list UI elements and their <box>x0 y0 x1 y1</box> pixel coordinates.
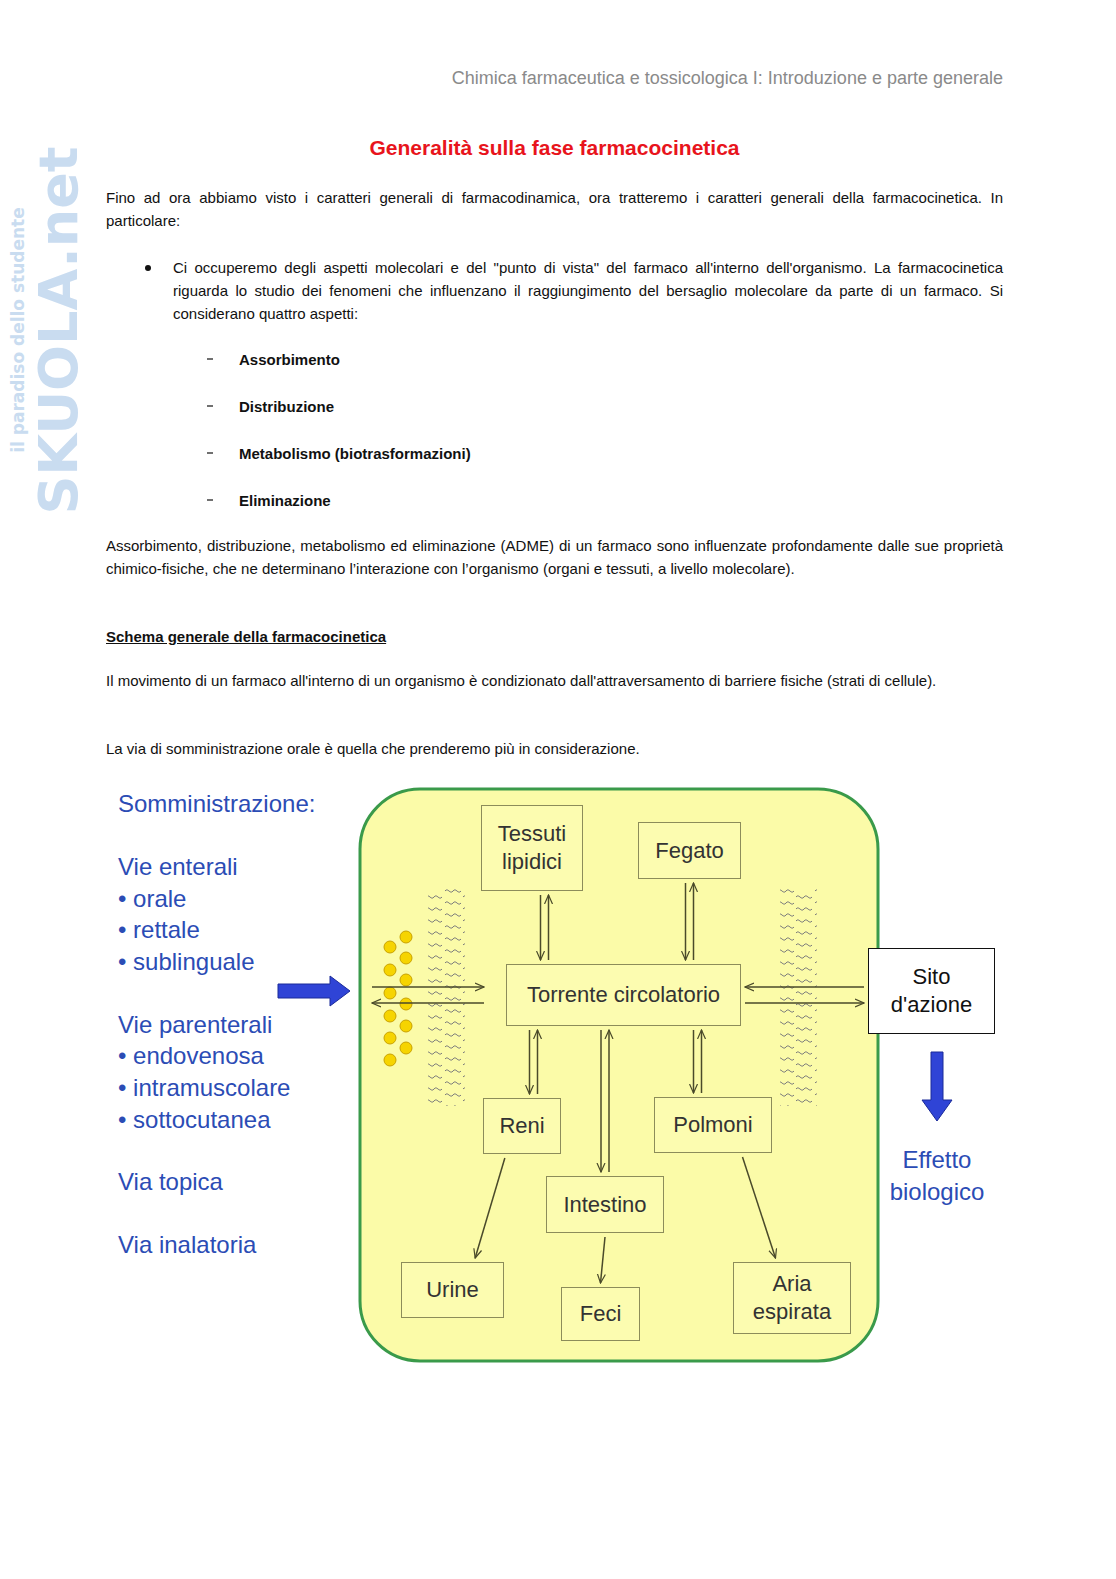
connector-line <box>601 1237 606 1283</box>
compartment-box: Urine <box>401 1262 504 1318</box>
box-text: Feci <box>580 1300 622 1328</box>
connector <box>530 1030 538 1094</box>
box-text: Polmoni <box>673 1111 752 1139</box>
connector-line <box>537 1030 539 1094</box>
list-item: Metabolismo (biotrasformazioni) <box>239 442 639 465</box>
connector <box>743 1157 776 1258</box>
compartment-box: Intestino <box>546 1176 664 1233</box>
connector-line <box>743 1157 776 1258</box>
connector-line <box>745 1002 864 1004</box>
route-item: • sottocutanea <box>118 1105 358 1135</box>
connector <box>541 895 549 960</box>
connector <box>745 987 864 1003</box>
box-text: Reni <box>499 1112 544 1140</box>
running-header: Chimica farmaceutica e tossicologica I: … <box>430 66 1003 90</box>
route-item: • rettale <box>118 915 358 945</box>
paragraph: Fino ad ora abbiamo visto i caratteri ge… <box>106 186 1003 232</box>
box-text: Sito d'azione <box>875 963 988 1019</box>
connector-line <box>540 895 542 960</box>
compartment-box: Fegato <box>638 822 741 879</box>
route-group: Via topica <box>118 1167 358 1197</box>
route-item: • endovenosa <box>118 1041 358 1071</box>
watermark: il paradiso dello studente <box>8 207 28 453</box>
cell-membrane <box>780 888 817 1106</box>
drug-particles <box>384 931 412 1066</box>
compartment-box: Feci <box>561 1287 640 1341</box>
compartment-box: Aria espirata <box>733 1262 851 1334</box>
connector <box>601 1030 609 1172</box>
connector <box>475 1158 505 1258</box>
section-heading: Schema generale della farmacocinetica <box>106 625 706 648</box>
box-text: Urine <box>426 1276 479 1304</box>
route-heading: Somministrazione: <box>118 789 358 819</box>
box-text: Aria espirata <box>740 1270 844 1326</box>
connector-line <box>529 1030 531 1094</box>
connector-line <box>693 1030 695 1093</box>
paragraph: Assorbimento, distribuzione, metabolismo… <box>106 534 1003 580</box>
box-text: Torrente circolatorio <box>527 981 720 1009</box>
bullet-dot <box>145 265 151 271</box>
list-item: Eliminazione <box>239 489 639 512</box>
effect-label: Effetto biologico <box>877 1144 997 1208</box>
list-item: Distribuzione <box>239 395 639 418</box>
connector-line <box>475 1158 505 1258</box>
bullet-paragraph: Ci occuperemo degli aspetti molecolari e… <box>173 256 1003 325</box>
connector-line <box>600 1030 602 1172</box>
list-item: Assorbimento <box>239 348 639 371</box>
connector <box>601 1237 606 1283</box>
paragraph: La via di somministrazione orale è quell… <box>106 737 1003 760</box>
route-item: • sublinguale <box>118 947 358 977</box>
list-dashes <box>207 359 213 500</box>
page-title: Generalità sulla fase farmacocinetica <box>106 134 1003 162</box>
route-group: Via inalatoria <box>118 1230 358 1260</box>
compartment-box: Reni <box>483 1098 561 1154</box>
connector-line <box>548 895 550 960</box>
paragraph: Il movimento di un farmaco all'interno d… <box>106 669 1003 692</box>
route-item: • orale <box>118 884 358 914</box>
target-box: Sito d'azione <box>868 948 995 1034</box>
watermark: SKUOLA.net <box>27 146 90 514</box>
connector-line <box>693 883 695 960</box>
connector-line <box>701 1030 703 1093</box>
cell-membrane <box>428 888 465 1106</box>
body-region <box>360 789 878 1361</box>
connector-line <box>608 1030 610 1172</box>
compartment-box: Torrente circolatorio <box>506 964 741 1026</box>
connector <box>686 883 694 960</box>
effect-arrow <box>922 1052 952 1121</box>
administration-arrow <box>278 976 350 1006</box>
compartment-box: Tessuti lipidici <box>481 805 583 891</box>
compartment-box: Polmoni <box>654 1097 772 1153</box>
connector <box>694 1030 702 1093</box>
route-group: Vie enterali <box>118 852 358 882</box>
absorption-arrows <box>372 987 484 1003</box>
connector-line <box>745 986 864 988</box>
box-text: Intestino <box>563 1191 646 1219</box>
route-group: Vie parenterali <box>118 1010 358 1040</box>
box-text: Fegato <box>655 837 724 865</box>
route-item: • intramuscolare <box>118 1073 358 1103</box>
box-text: Tessuti lipidici <box>488 820 576 876</box>
connector-line <box>685 883 687 960</box>
